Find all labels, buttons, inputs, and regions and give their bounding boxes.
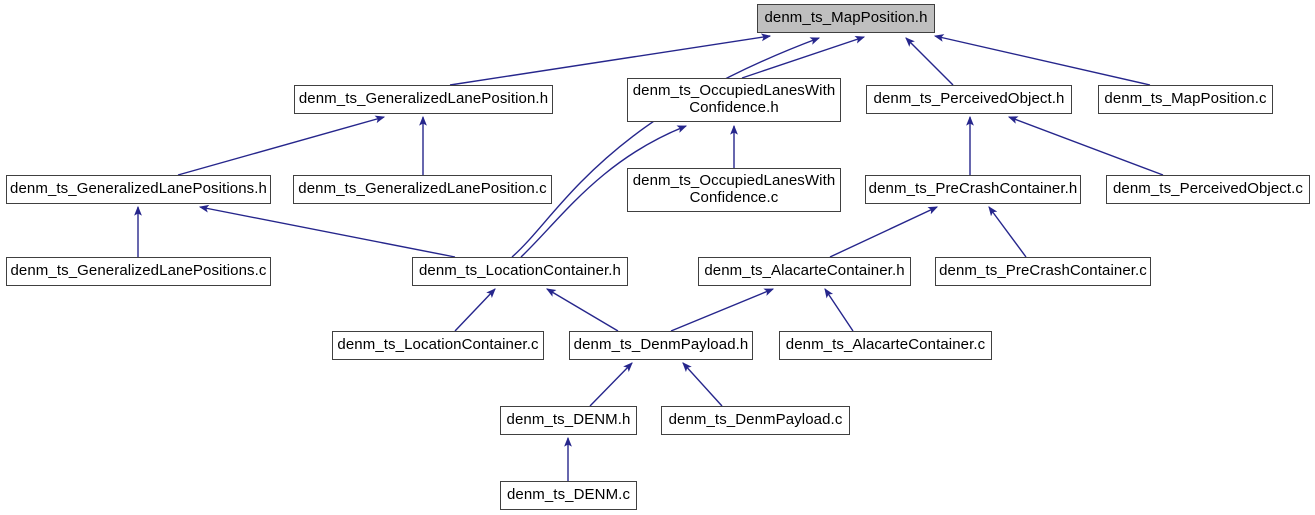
graph-node-denm_h[interactable]: denm_ts_DENM.h (500, 406, 637, 435)
graph-edge-perceivedobject_h-to-mapposition_h (905, 37, 954, 86)
graph-node-occupiedlanes_c[interactable]: denm_ts_OccupiedLanesWith Confidence.c (627, 168, 841, 212)
graph-edge-denmpayload_h-to-alacartecontainer_h (670, 288, 775, 332)
graph-node-mapposition_c[interactable]: denm_ts_MapPosition.c (1098, 85, 1273, 114)
graph-node-alacartecontainer_h[interactable]: denm_ts_AlacarteContainer.h (698, 257, 911, 286)
graph-node-perceivedobject_c[interactable]: denm_ts_PerceivedObject.c (1106, 175, 1310, 204)
graph-edge-locationcontainer_h-to-generalizedlanepositions_h (198, 204, 456, 258)
graph-node-denm_c[interactable]: denm_ts_DENM.c (500, 481, 637, 510)
graph-node-denmpayload_c[interactable]: denm_ts_DenmPayload.c (661, 406, 850, 435)
graph-edge-mapposition_c-to-mapposition_h (933, 34, 1151, 86)
graph-node-generalizedlaneposition_h[interactable]: denm_ts_GeneralizedLanePosition.h (294, 85, 553, 114)
graph-node-generalizedlanepositions_h[interactable]: denm_ts_GeneralizedLanePositions.h (6, 175, 271, 204)
graph-node-locationcontainer_c[interactable]: denm_ts_LocationContainer.c (332, 331, 544, 360)
graph-node-locationcontainer_h[interactable]: denm_ts_LocationContainer.h (412, 257, 628, 286)
graph-edge-locationcontainer_h-to-mapposition_h (511, 37, 821, 258)
graph-node-generalizedlaneposition_c[interactable]: denm_ts_GeneralizedLanePosition.c (293, 175, 552, 204)
graph-node-denmpayload_h[interactable]: denm_ts_DenmPayload.h (569, 331, 753, 360)
graph-node-perceivedobject_h[interactable]: denm_ts_PerceivedObject.h (866, 85, 1072, 114)
graph-edge-generalizedlanepositions_h-to-generalizedlaneposition_h (177, 115, 386, 176)
graph-node-precrashcontainer_h[interactable]: denm_ts_PreCrashContainer.h (865, 175, 1081, 204)
graph-edge-alacartecontainer_h-to-precrashcontainer_h (829, 206, 939, 258)
graph-edge-denmpayload_c-to-denmpayload_h (682, 362, 723, 407)
graph-node-mapposition_h[interactable]: denm_ts_MapPosition.h (757, 4, 935, 33)
graph-node-occupiedlanes_h[interactable]: denm_ts_OccupiedLanesWith Confidence.h (627, 78, 841, 122)
graph-node-precrashcontainer_c[interactable]: denm_ts_PreCrashContainer.c (935, 257, 1151, 286)
graph-edge-precrashcontainer_c-to-precrashcontainer_h (988, 206, 1027, 258)
graph-edge-denm_h-to-denmpayload_h (589, 362, 633, 407)
graph-edge-locationcontainer_c-to-locationcontainer_h (454, 288, 496, 332)
graph-node-generalizedlanepositions_c[interactable]: denm_ts_GeneralizedLanePositions.c (6, 257, 271, 286)
graph-edge-alacartecontainer_c-to-alacartecontainer_h (824, 288, 854, 332)
graph-edge-perceivedobject_c-to-perceivedobject_h (1007, 116, 1164, 176)
graph-edge-occupiedlanes_h-to-mapposition_h (741, 36, 866, 79)
graph-edge-denmpayload_h-to-locationcontainer_h (546, 288, 619, 332)
graph-node-alacartecontainer_c[interactable]: denm_ts_AlacarteContainer.c (779, 331, 992, 360)
